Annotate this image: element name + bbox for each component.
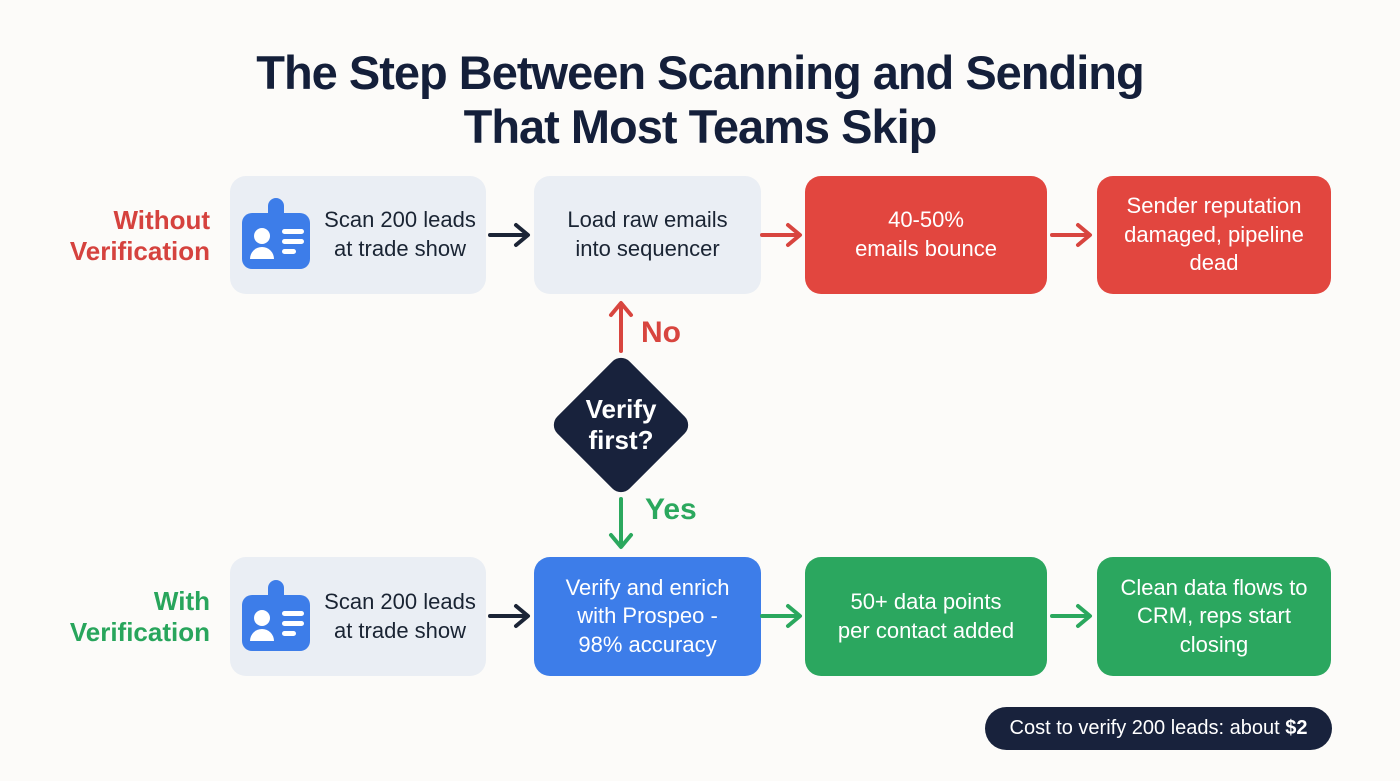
arrow-right-icon <box>1050 604 1092 628</box>
cost-footnote-text: Cost to verify 200 leads: about $2 <box>1009 717 1308 739</box>
id-badge-icon <box>242 579 311 651</box>
flow-box-scan-leads-without: Scan 200 leads at trade show <box>230 176 486 294</box>
flow-box-data-points: 50+ data points per contact added <box>805 557 1047 676</box>
decision-diamond-verify-first: Verify first? <box>548 352 694 498</box>
page-title: The Step Between Scanning and Sending Th… <box>256 46 1144 154</box>
flow-box-text: 40-50% emails bounce <box>855 207 997 261</box>
flow-box-text: Verify and enrich with Prospeo - 98% acc… <box>565 574 730 657</box>
arrow-right-icon <box>760 223 802 247</box>
flow-box-scan-leads-with: Scan 200 leads at trade show <box>230 557 486 676</box>
arrow-right-icon <box>488 223 530 247</box>
row-label-with-verification: With Verification <box>69 586 210 648</box>
flow-box-reputation-damaged: Sender reputation damaged, pipeline dead <box>1097 176 1331 294</box>
flow-box-text: Load raw emails into sequencer <box>567 207 728 261</box>
branch-label-no: No <box>641 316 681 349</box>
flow-box-verify-enrich: Verify and enrich with Prospeo - 98% acc… <box>534 557 761 676</box>
branch-label-yes: Yes <box>645 493 697 526</box>
arrow-down-icon <box>609 497 633 549</box>
flow-box-text: Sender reputation damaged, pipeline dead <box>1124 193 1304 276</box>
flow-box-text: Scan 200 leads at trade show <box>324 588 476 643</box>
flow-box-text: Scan 200 leads at trade show <box>324 207 476 261</box>
id-badge-icon <box>242 198 311 269</box>
arrow-right-icon <box>488 604 530 628</box>
flow-box-text: 50+ data points per contact added <box>837 588 1015 643</box>
arrow-right-icon <box>1050 223 1092 247</box>
decision-text: Verify first? <box>585 393 657 455</box>
flow-box-load-sequencer: Load raw emails into sequencer <box>534 176 761 294</box>
row-label-without-verification: Without Verification <box>69 205 210 267</box>
cost-footnote-pill: Cost to verify 200 leads: about $2 <box>985 707 1332 750</box>
flow-box-clean-data-crm: Clean data flows to CRM, reps start clos… <box>1097 557 1331 676</box>
arrow-up-icon <box>609 301 633 353</box>
flow-box-emails-bounce: 40-50% emails bounce <box>805 176 1047 294</box>
flow-box-text: Clean data flows to CRM, reps start clos… <box>1120 574 1308 657</box>
arrow-right-icon <box>760 604 802 628</box>
